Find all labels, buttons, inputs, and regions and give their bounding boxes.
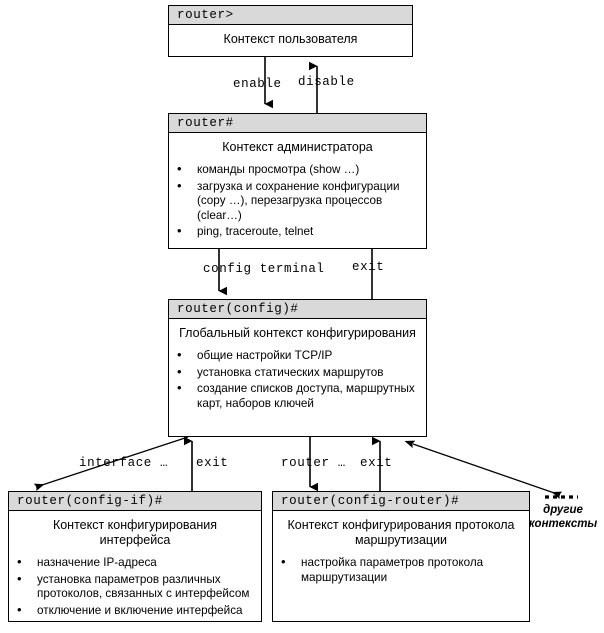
list-item: •команды просмотра (show …) [177, 161, 360, 176]
list-item: •назначение IP-адреса [17, 554, 157, 569]
title-global: Глобальный контекст конфигурирования [179, 326, 416, 340]
bullet-icon: • [17, 554, 22, 569]
list-item: •ping, traceroute, telnet [177, 223, 314, 238]
bullet-icon: • [177, 380, 182, 395]
box-admin-context[interactable]: router# Контекст администратора •команды… [168, 113, 427, 249]
bullet-icon: • [177, 223, 182, 238]
list-item: •установка параметров различных протокол… [17, 570, 250, 600]
admin-feature-list-wrap: •команды просмотра (show …) •загрузка и … [169, 161, 426, 240]
box-global-config-context[interactable]: router(config)# Глобальный контекст конф… [168, 299, 427, 437]
bullet-icon: • [177, 363, 182, 379]
wire-interface [33, 436, 189, 492]
list-item: •отключение и включение интерфейса [17, 601, 243, 617]
list-item: •загрузка и сохранение конфигурации (cop… [177, 177, 400, 222]
prompt-admin: router# [169, 114, 426, 133]
bullet-icon: • [17, 570, 22, 586]
interface-feature-list: •назначение IP-адреса •установка парамет… [15, 554, 255, 618]
prompt-user: router> [169, 6, 412, 25]
title-routing: Контекст конфигурирования протокола марш… [287, 518, 515, 547]
label-disable: disable [298, 75, 355, 89]
wire-other-contexts [404, 440, 563, 500]
bullet-icon: • [177, 161, 182, 176]
label-exit-from-if: exit [196, 456, 229, 470]
title-interface: Контекст конфигурирования интерфейса [52, 518, 218, 547]
other-contexts-line1: другие [543, 504, 583, 516]
bullet-icon: • [281, 554, 286, 569]
label-config-terminal: config terminal [203, 262, 325, 276]
label-exit-to-admin: exit [352, 260, 385, 274]
label-enable: enable [233, 77, 282, 91]
label-interface-cmd: interface … [79, 456, 169, 470]
list-item: •установка статических маршрутов [177, 363, 384, 379]
box-interface-config-context[interactable]: router(config-if)# Контекст конфигуриров… [8, 491, 262, 622]
list-item: •общие настройки TCP/IP [177, 347, 333, 362]
prompt-global: router(config)# [169, 300, 426, 319]
box-routing-config-context[interactable]: router(config-router)# Контекст конфигур… [272, 491, 530, 622]
global-feature-list-wrap: •общие настройки TCP/IP •установка стати… [169, 347, 426, 411]
box-user-context[interactable]: router> Контекст пользователя [168, 5, 413, 57]
global-feature-list: •общие настройки TCP/IP •установка стати… [175, 347, 420, 411]
admin-feature-list: •команды просмотра (show …) •загрузка и … [175, 161, 420, 240]
title-user: Контекст пользователя [223, 32, 358, 46]
list-item: •создание списков доступа, маршрутных ка… [177, 380, 415, 410]
label-router-cmd: router … [281, 456, 346, 470]
bullet-icon: • [177, 177, 182, 193]
other-contexts-line2: контексты [528, 518, 598, 530]
label-exit-from-router: exit [360, 456, 393, 470]
list-item: •настройка параметров протокола маршрути… [281, 554, 484, 584]
routing-feature-list-wrap: •настройка параметров протокола маршрути… [273, 554, 529, 585]
prompt-routing: router(config-router)# [273, 492, 529, 511]
prompt-interface: router(config-if)# [9, 492, 261, 511]
title-admin: Контекст администратора [222, 140, 373, 154]
bullet-icon: • [17, 601, 22, 617]
routing-feature-list: •настройка параметров протокола маршрути… [279, 554, 523, 585]
bullet-icon: • [177, 347, 182, 362]
interface-feature-list-wrap: •назначение IP-адреса •установка парамет… [9, 554, 261, 618]
